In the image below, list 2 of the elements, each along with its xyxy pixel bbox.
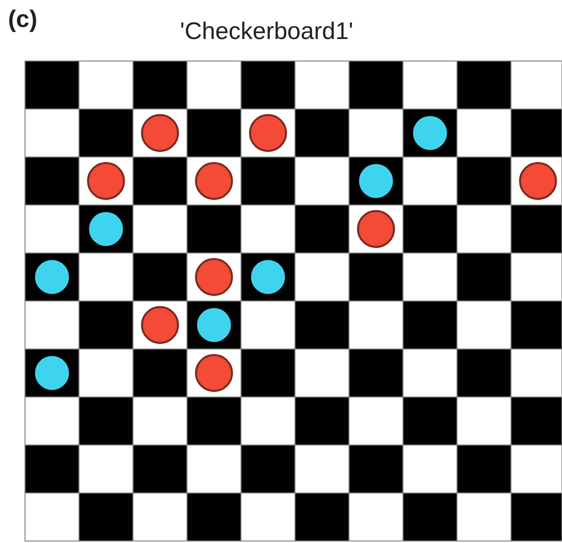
panel-label: (c)	[8, 6, 38, 34]
chart-title: 'Checkerboard1'	[180, 18, 354, 46]
